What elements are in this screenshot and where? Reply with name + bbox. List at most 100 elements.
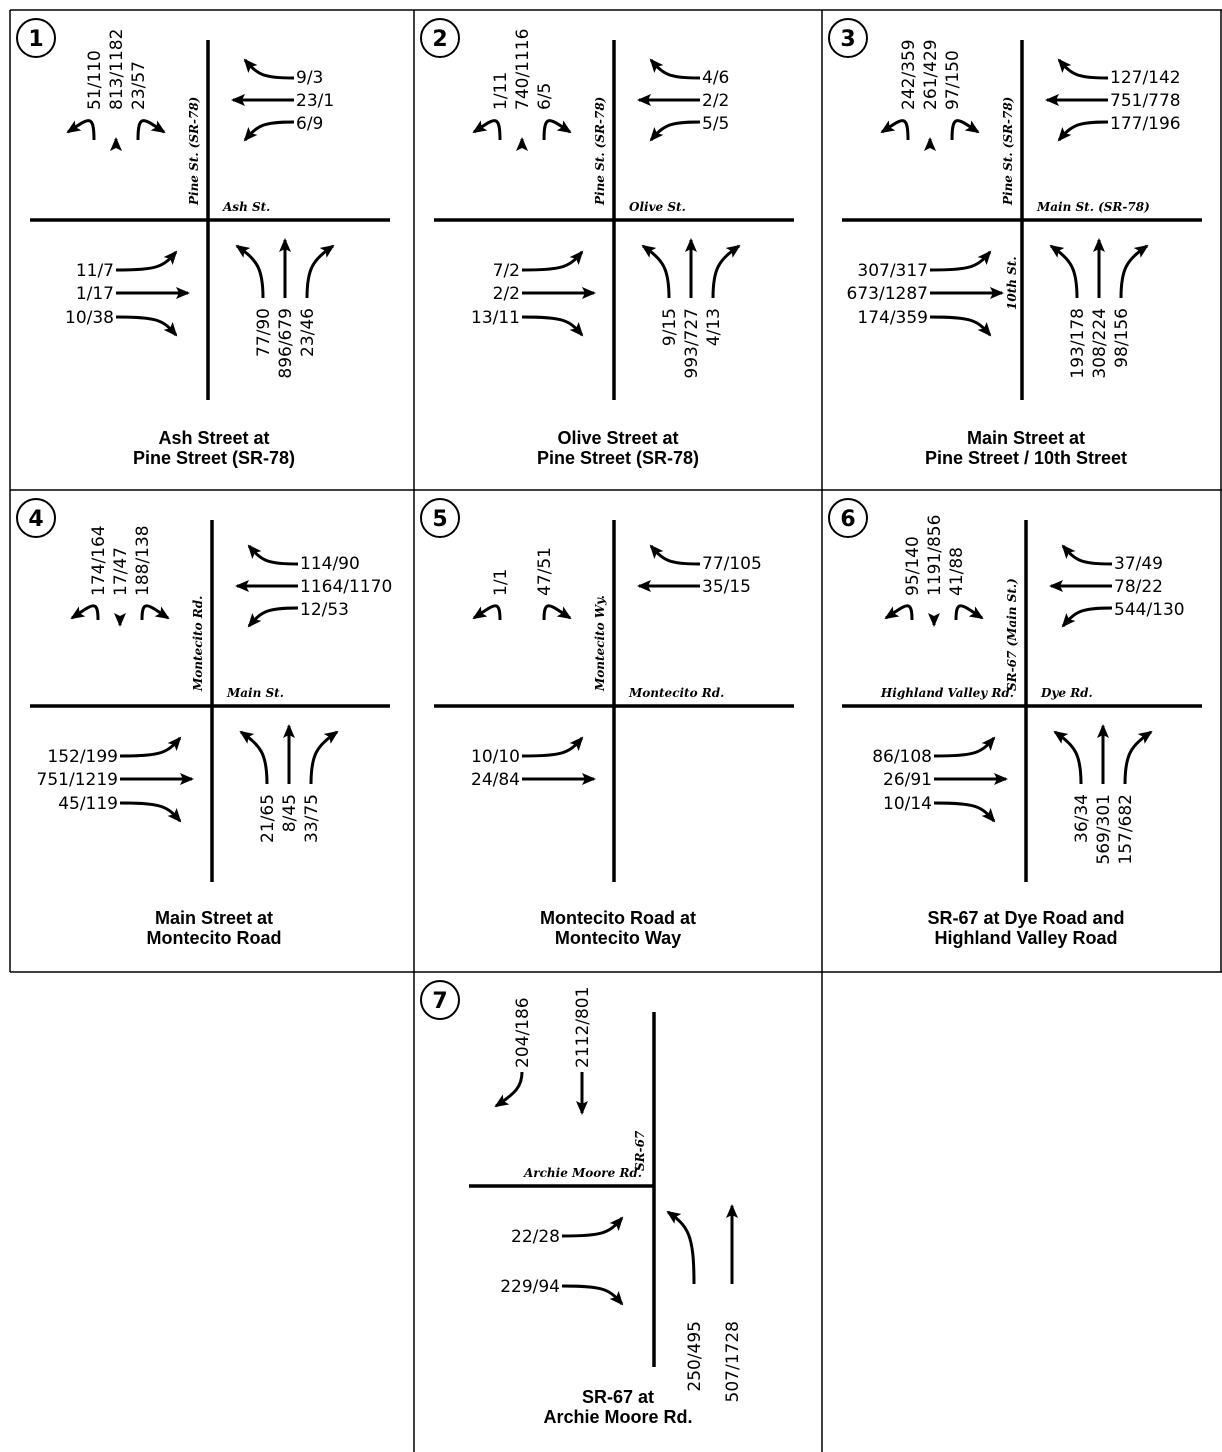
southbound-right-volume: 242/359 xyxy=(899,39,919,110)
southbound-right-arrow xyxy=(472,119,502,141)
northbound-left-volume: 193/178 xyxy=(1068,308,1088,379)
westbound-through-volume: 23/1 xyxy=(296,91,334,111)
intersection-caption-line-1: SR-67 at xyxy=(582,1387,654,1407)
intersection-number: 7 xyxy=(432,989,447,1014)
road-lines xyxy=(434,40,794,400)
road-name-north-south: Montecito Rd. xyxy=(191,596,205,692)
eastbound-right-arrow xyxy=(929,315,992,337)
eastbound-left-arrow xyxy=(561,1216,624,1238)
intersection-caption-line-2: Highland Valley Road xyxy=(934,928,1117,948)
eastbound-right-volume: 174/359 xyxy=(857,308,928,328)
westbound-through-volume: 1164/1170 xyxy=(300,577,392,597)
intersection-number: 6 xyxy=(840,507,855,532)
southbound-left-volume: 47/51 xyxy=(535,547,555,596)
intersection-caption-line-1: Montecito Road at xyxy=(540,908,696,928)
intersection-number: 4 xyxy=(28,507,43,532)
eastbound-right-arrow xyxy=(561,1284,624,1306)
panel-grid xyxy=(9,9,1222,1452)
northbound-right-volume: 23/46 xyxy=(298,308,318,357)
northbound-through-volume: 569/301 xyxy=(1094,794,1114,865)
northbound-right-arrow xyxy=(1119,244,1149,299)
northbound-left-arrow xyxy=(1053,730,1083,785)
westbound-through-volume: 751/778 xyxy=(1110,91,1181,111)
southbound-left-volume: 97/150 xyxy=(943,50,963,110)
westbound-right-arrow xyxy=(649,544,701,566)
westbound-left-arrow xyxy=(247,606,299,628)
westbound-left-volume: 6/9 xyxy=(296,114,323,134)
intersection-panel-6: 6SR-67 (Main St.)Dye Rd.Highland Valley … xyxy=(828,498,1202,948)
westbound-right-volume: 127/142 xyxy=(1110,68,1181,88)
eastbound-right-arrow xyxy=(933,801,996,823)
road-name-north-south: Pine St. (SR-78) xyxy=(187,97,201,206)
intersection-number-badge xyxy=(828,498,868,538)
northbound-right-volume: 157/682 xyxy=(1116,794,1136,865)
southbound-through-volume: 1191/856 xyxy=(925,515,945,596)
intersection-number: 2 xyxy=(432,27,447,52)
road-lines xyxy=(842,520,1202,882)
westbound-left-volume: 177/196 xyxy=(1110,114,1181,134)
road-name-east-west: Main St. (SR-78) xyxy=(1036,200,1150,214)
northbound-right-arrow xyxy=(305,244,335,299)
intersection-number: 3 xyxy=(840,27,855,52)
intersection-number: 5 xyxy=(432,507,447,532)
westbound-right-arrow xyxy=(1057,58,1109,80)
westbound-right-volume: 9/3 xyxy=(296,68,323,88)
road-lines xyxy=(30,40,390,400)
eastbound-through-volume: 24/84 xyxy=(471,770,520,790)
northbound-right-volume: 4/13 xyxy=(704,308,724,346)
southbound-right-arrow xyxy=(472,604,502,621)
northbound-left-volume: 36/34 xyxy=(1072,794,1092,843)
southbound-through-volume: 261/429 xyxy=(921,39,941,110)
road-name-east-west: Dye Rd. xyxy=(1040,686,1093,700)
southbound-right-volume: 1/11 xyxy=(491,72,511,110)
eastbound-left-volume: 10/10 xyxy=(471,747,520,767)
southbound-through-volume: 740/1116 xyxy=(513,29,533,110)
westbound-left-arrow xyxy=(243,120,295,142)
eastbound-right-arrow xyxy=(521,315,584,337)
northbound-left-arrow xyxy=(666,1210,696,1285)
southbound-left-volume: 23/57 xyxy=(129,61,149,110)
southbound-right-volume: 51/110 xyxy=(85,50,105,110)
eastbound-through-volume: 673/1287 xyxy=(847,284,928,304)
northbound-right-arrow xyxy=(711,244,741,299)
road-name-east-west: Main St. xyxy=(226,686,284,700)
southbound-right-arrow xyxy=(494,1071,524,1108)
westbound-right-volume: 77/105 xyxy=(702,554,762,574)
intersection-number: 1 xyxy=(28,27,43,52)
southbound-right-volume: 95/140 xyxy=(903,536,923,596)
eastbound-right-volume: 229/94 xyxy=(500,1277,560,1297)
westbound-right-volume: 4/6 xyxy=(702,68,729,88)
intersection-number-badge xyxy=(420,980,460,1020)
road-lines xyxy=(842,40,1202,400)
southbound-through-volume: 813/1182 xyxy=(107,29,127,110)
intersection-number-badge xyxy=(420,498,460,538)
intersection-caption-line-2: Pine Street (SR-78) xyxy=(537,448,699,468)
intersection-caption-line-1: Olive Street at xyxy=(557,428,678,448)
southbound-right-arrow xyxy=(880,119,910,141)
intersection-caption-line-2: Archie Moore Rd. xyxy=(543,1407,692,1427)
intersection-number-badge xyxy=(420,18,460,58)
eastbound-through-volume: 751/1219 xyxy=(37,770,118,790)
eastbound-left-arrow xyxy=(119,736,182,758)
northbound-through-volume: 308/224 xyxy=(1090,308,1110,379)
northbound-through-volume: 507/1728 xyxy=(723,1321,743,1402)
intersection-number-badge xyxy=(16,18,56,58)
eastbound-left-volume: 11/7 xyxy=(76,261,114,281)
road-name-east-west: Ash St. xyxy=(222,200,270,214)
eastbound-left-arrow xyxy=(521,250,584,272)
northbound-right-arrow xyxy=(309,730,339,785)
northbound-right-volume: 33/75 xyxy=(302,794,322,843)
westbound-right-arrow xyxy=(1061,544,1113,566)
westbound-through-volume: 2/2 xyxy=(702,91,729,111)
road-name-west: Highland Valley Rd. xyxy=(880,686,1014,700)
westbound-right-arrow xyxy=(243,58,295,80)
southbound-left-arrow xyxy=(140,604,170,621)
northbound-left-volume: 77/90 xyxy=(254,308,274,357)
westbound-left-arrow xyxy=(1061,606,1113,628)
westbound-left-volume: 5/5 xyxy=(702,114,729,134)
